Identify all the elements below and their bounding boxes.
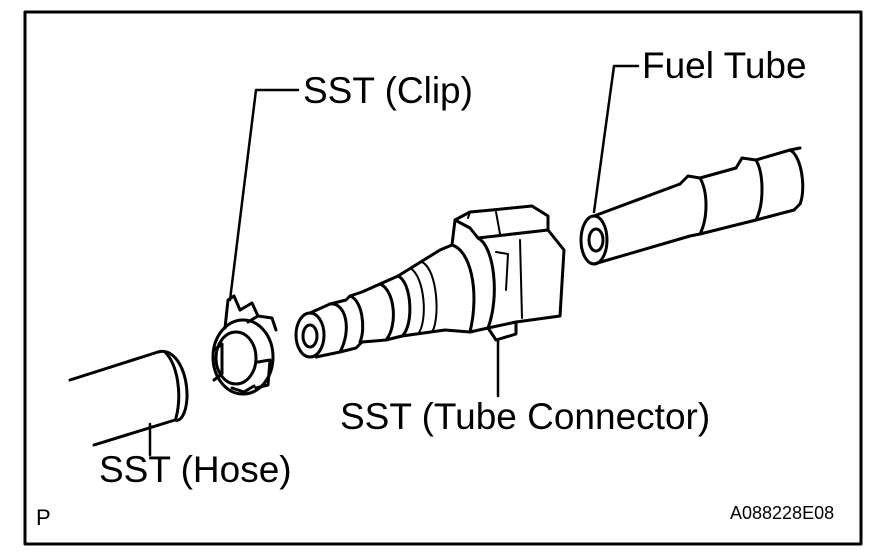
tube-connector-label: SST (Tube Connector)	[340, 396, 711, 437]
page-marker: P	[36, 505, 51, 530]
clip-part	[211, 294, 278, 396]
fuel-tube-label: Fuel Tube	[642, 45, 807, 86]
figure-code: A088228E08	[730, 503, 835, 523]
hose-label: SST (Hose)	[99, 449, 292, 490]
tube-connector-part	[294, 204, 566, 359]
clip-leader-line	[228, 88, 300, 302]
figure-frame	[23, 10, 863, 546]
hose-part	[68, 349, 189, 447]
fuel-tube-part	[579, 146, 805, 266]
fuel-tube-leader-line	[592, 64, 640, 214]
clip-label: SST (Clip)	[303, 70, 473, 111]
